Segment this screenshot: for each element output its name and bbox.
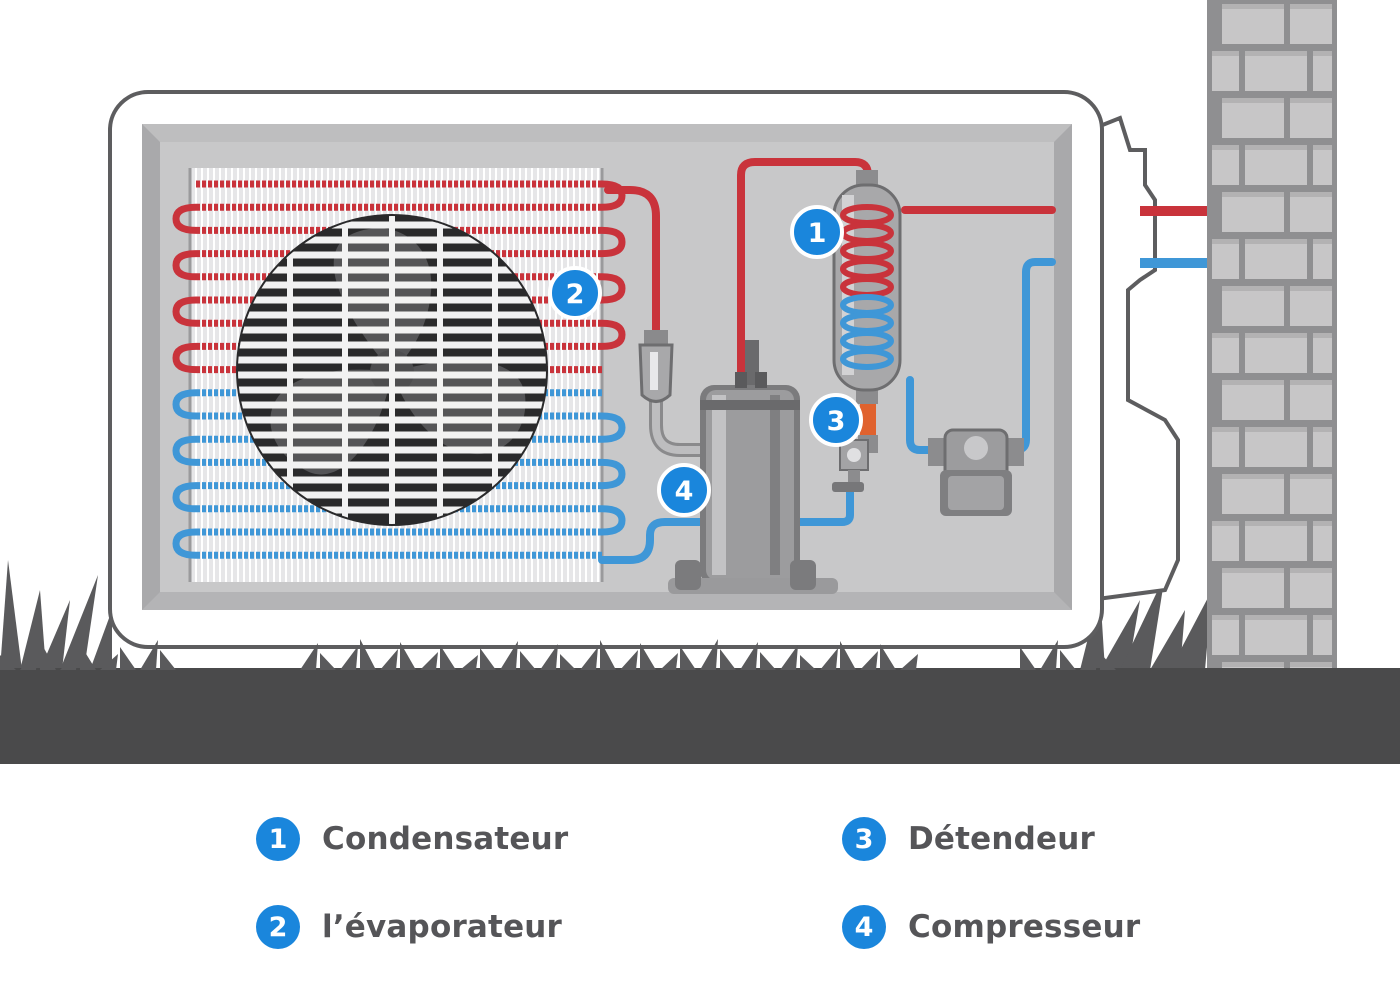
marker-expansion-valve-number: 3: [827, 406, 846, 437]
legend-item-detendeur: 3 Détendeur: [842, 814, 1095, 864]
condenser: [832, 170, 902, 404]
marker-condenser: 1: [790, 205, 844, 259]
legend-badge: 4: [842, 905, 886, 949]
legend-item-compresseur: 4 Compresseur: [842, 902, 1140, 952]
marker-evaporator-number: 2: [566, 279, 585, 310]
legend-badge: 2: [256, 905, 300, 949]
legend-label: Condensateur: [322, 821, 569, 857]
marker-compressor: 4: [657, 463, 711, 517]
brick-wall: [1207, 0, 1337, 702]
heat-pump-diagram: 1 2 3 4: [0, 0, 1400, 764]
legend-item-condensateur: 1 Condensateur: [256, 814, 568, 864]
legend-label: Détendeur: [908, 821, 1096, 857]
marker-compressor-number: 4: [675, 476, 694, 507]
legend-item-evaporateur: 2 l’évaporateur: [256, 902, 562, 952]
marker-expansion-valve: 3: [809, 393, 863, 447]
casing-side-panel: [1088, 115, 1180, 603]
wall-pipes: [1140, 206, 1210, 268]
compressor: [668, 340, 838, 594]
grass-back: [0, 560, 1212, 670]
expansion-valve: [832, 398, 878, 492]
marker-condenser-number: 1: [808, 218, 827, 249]
filter-drier: [638, 330, 674, 403]
legend-label: l’évaporateur: [322, 909, 563, 945]
legend-label: Compresseur: [908, 909, 1141, 945]
legend-badge: 1: [256, 817, 300, 861]
marker-evaporator: 2: [548, 266, 602, 320]
circulation-pump: [928, 428, 1024, 516]
ground: [0, 668, 1400, 764]
legend-badge: 3: [842, 817, 886, 861]
grass-front: [0, 639, 1116, 670]
